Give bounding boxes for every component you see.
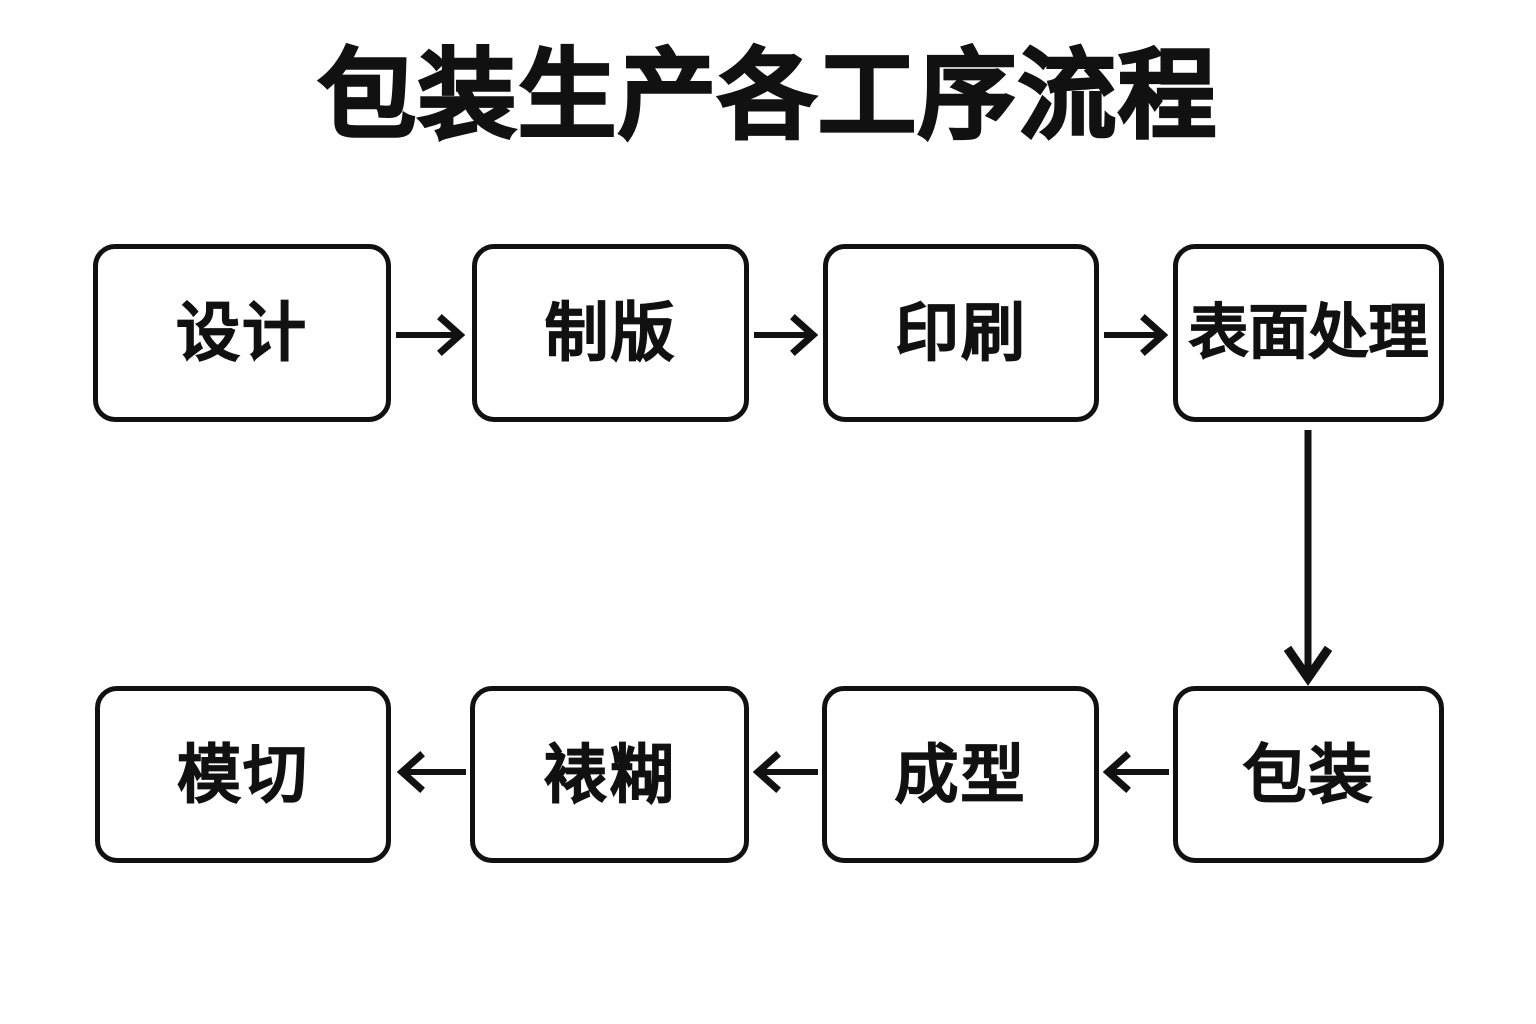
process-node-platemaking[interactable]: 制版 [472,244,749,422]
process-node-label: 制版 [544,297,677,369]
process-node-label: 成型 [894,738,1027,811]
process-node-label: 设计 [176,297,308,369]
process-node-packaging[interactable]: 包装 [1173,686,1444,863]
arrow-design-to-platemaking [396,305,468,365]
process-node-label: 印刷 [895,297,1027,369]
process-node-design[interactable]: 设计 [93,244,391,422]
arrow-mounting-to-diecutting [396,742,466,802]
process-node-label: 包装 [1242,738,1375,811]
arrow-platemaking-to-printing [754,305,819,365]
arrow-packaging-to-forming [1102,742,1169,802]
process-node-printing[interactable]: 印刷 [823,244,1099,422]
arrow-surface-treatment-to-packaging [1283,430,1333,686]
arrow-printing-to-surface [1104,305,1169,365]
process-node-surface-treatment[interactable]: 表面处理 [1173,244,1444,422]
process-node-label: 表面处理 [1188,299,1429,366]
process-node-forming[interactable]: 成型 [822,686,1099,863]
process-node-label: 裱糊 [543,738,676,811]
process-node-mounting[interactable]: 裱糊 [470,686,749,863]
arrow-forming-to-mounting [752,742,818,802]
process-node-diecutting[interactable]: 模切 [95,686,391,863]
page-title: 包装生产各工序流程 [317,39,1218,152]
process-node-label: 模切 [177,738,309,811]
